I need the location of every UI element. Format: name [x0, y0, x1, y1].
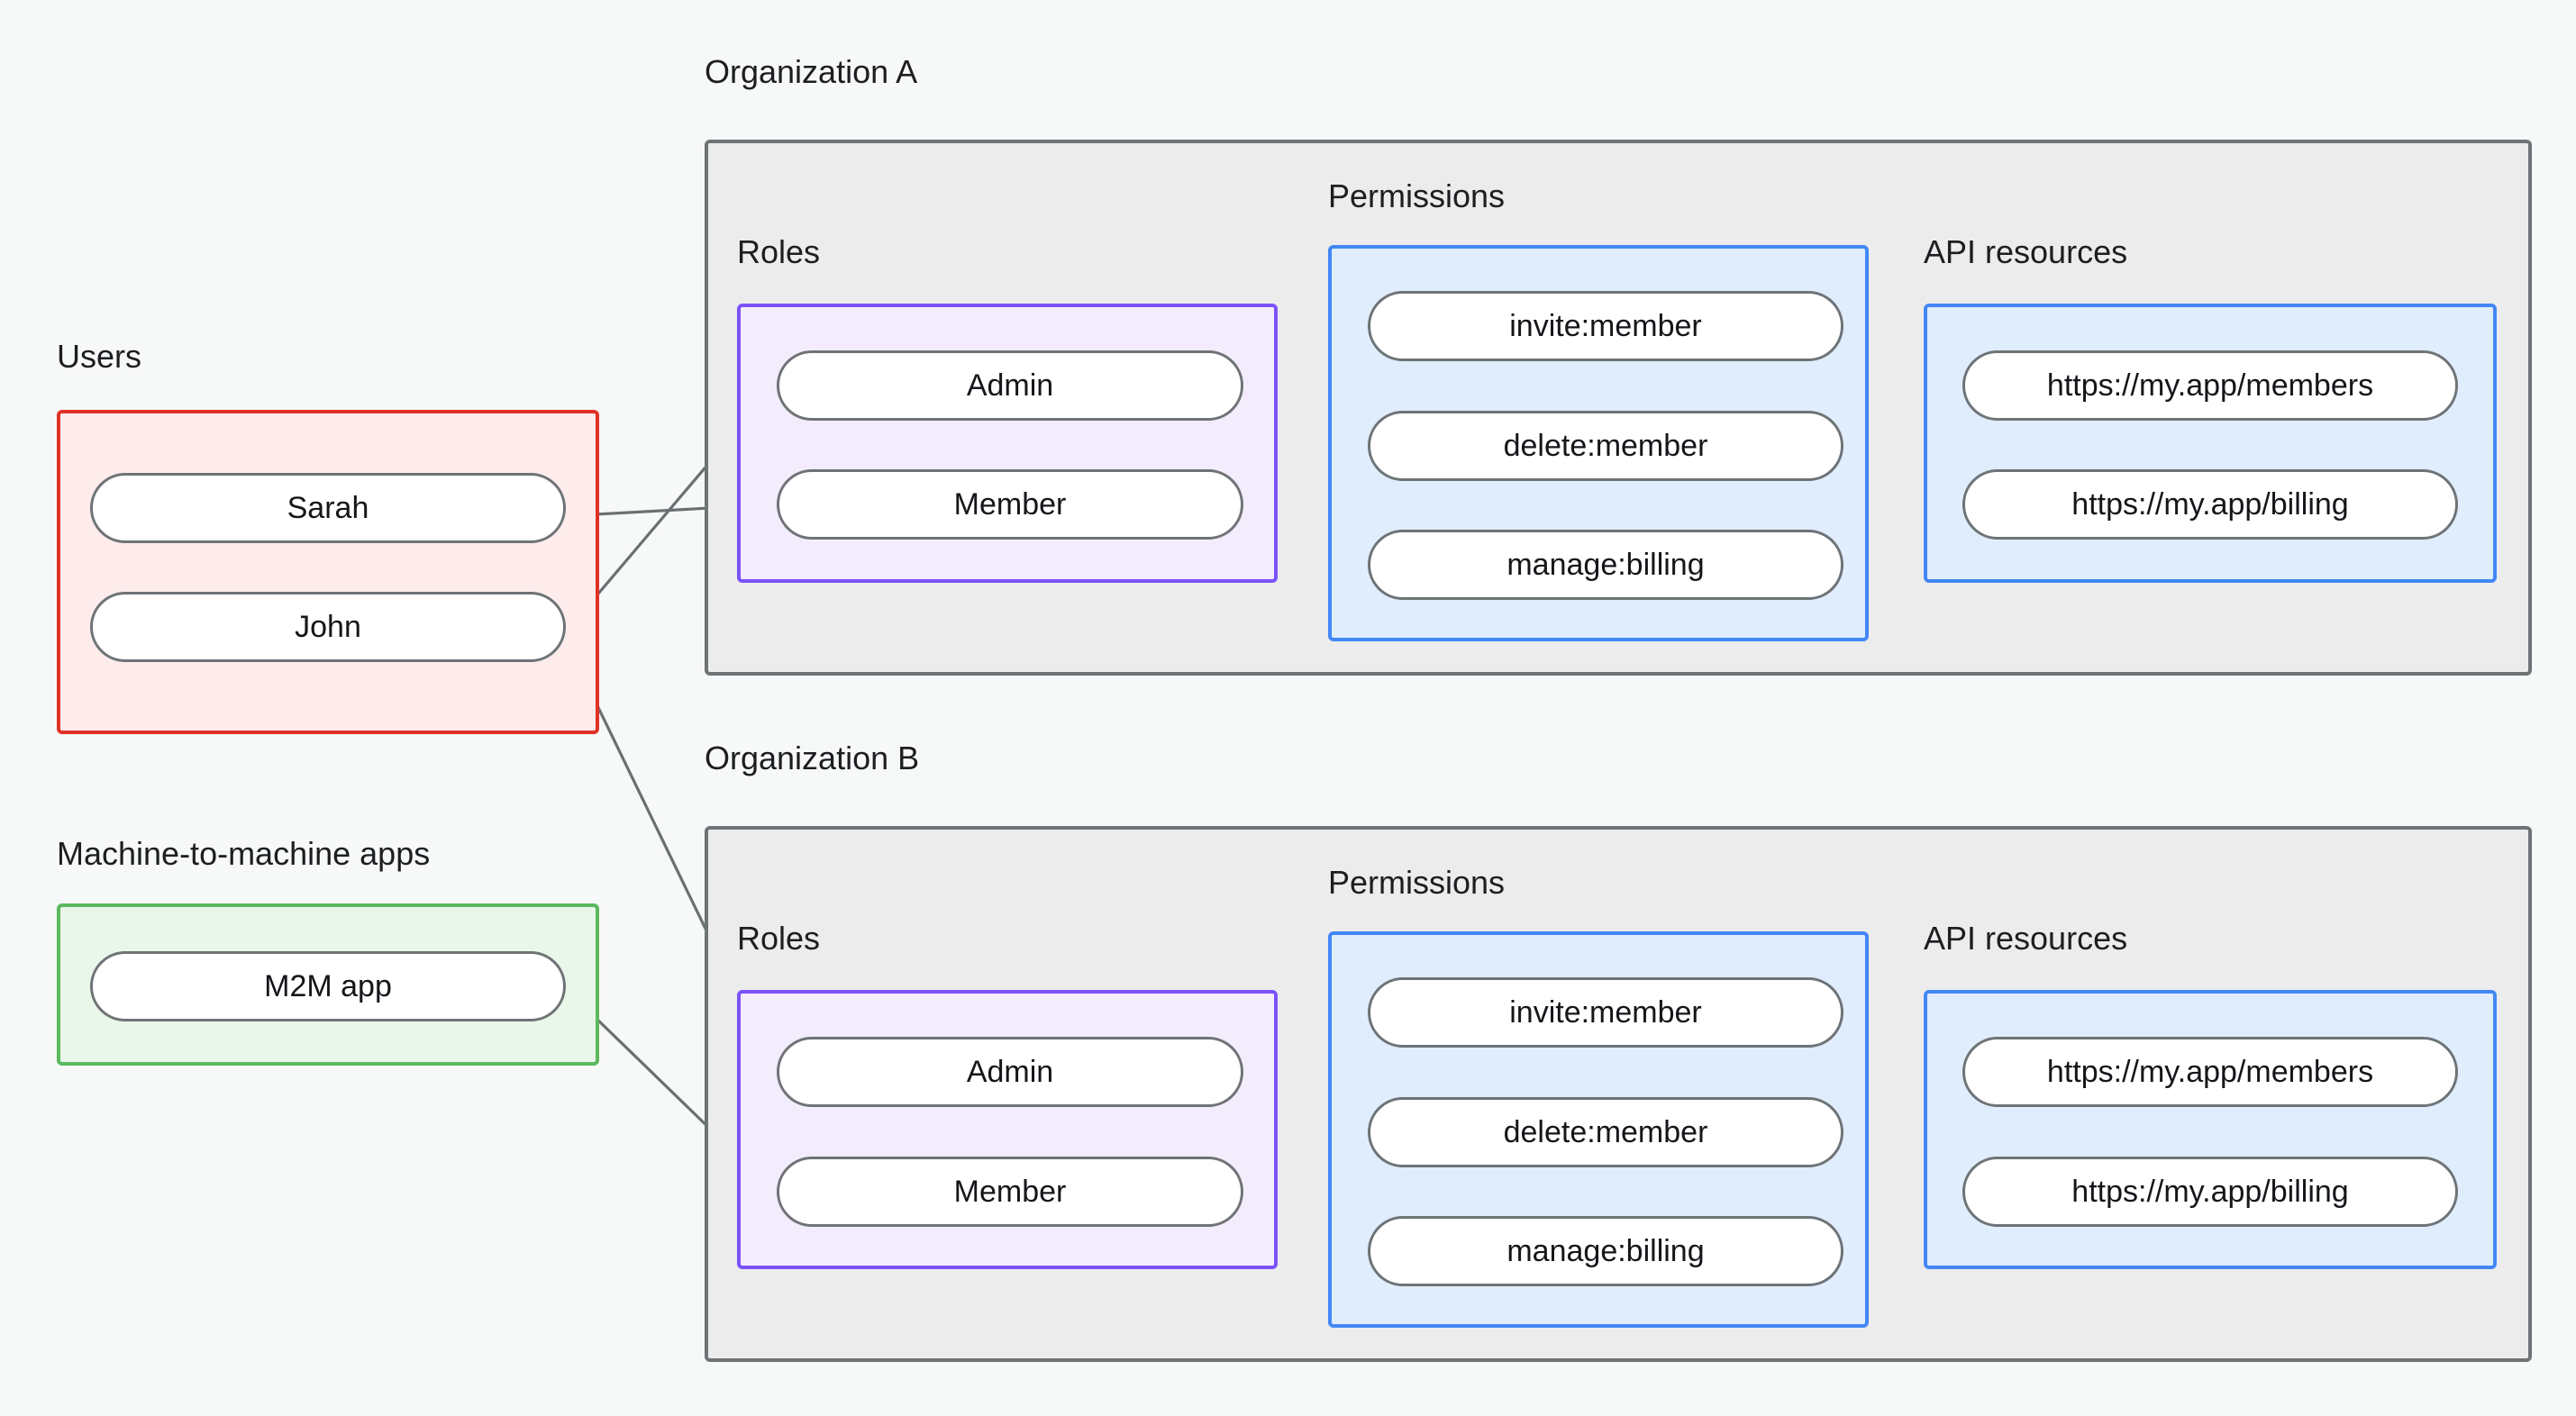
org-b-roles-label: Roles — [737, 920, 821, 957]
org-b-api-pill-members[interactable]: https://my.app/members — [1962, 1037, 2458, 1107]
org-b-permission-pill-manage-billing[interactable]: manage:billing — [1368, 1216, 1843, 1286]
org-b-label: Organization B — [705, 740, 920, 776]
org-a-role-pill-member[interactable]: Member — [777, 469, 1243, 540]
org-a-roles-label: Roles — [737, 233, 821, 270]
users-group-label: Users — [57, 338, 142, 375]
org-b-permission-pill-invite-member[interactable]: invite:member — [1368, 977, 1843, 1048]
org-b-api-label: API resources — [1924, 920, 2128, 957]
org-a-api-label: API resources — [1924, 233, 2128, 270]
org-b-role-pill-member[interactable]: Member — [777, 1157, 1243, 1227]
org-a-role-pill-admin[interactable]: Admin — [777, 350, 1243, 421]
org-a-roles-box — [737, 304, 1278, 583]
org-a-permission-pill-invite-member[interactable]: invite:member — [1368, 291, 1843, 361]
org-a-permission-pill-delete-member[interactable]: delete:member — [1368, 411, 1843, 481]
users-group-box — [57, 410, 599, 734]
org-a-permissions-label: Permissions — [1328, 177, 1506, 214]
org-a-label: Organization A — [705, 53, 918, 90]
org-a-api-pill-billing[interactable]: https://my.app/billing — [1962, 469, 2458, 540]
m2m-pill-app[interactable]: M2M app — [90, 951, 566, 1021]
org-b-api-pill-billing[interactable]: https://my.app/billing — [1962, 1157, 2458, 1227]
org-b-role-pill-admin[interactable]: Admin — [777, 1037, 1243, 1107]
org-a-api-box — [1924, 304, 2497, 583]
org-b-permissions-label: Permissions — [1328, 864, 1506, 901]
user-pill-john[interactable]: John — [90, 592, 566, 662]
user-pill-sarah[interactable]: Sarah — [90, 473, 566, 543]
org-b-permission-pill-delete-member[interactable]: delete:member — [1368, 1097, 1843, 1167]
org-b-roles-box — [737, 990, 1278, 1269]
m2m-group-label: Machine-to-machine apps — [57, 835, 431, 872]
org-b-api-box — [1924, 990, 2497, 1269]
org-a-permission-pill-manage-billing[interactable]: manage:billing — [1368, 530, 1843, 600]
org-a-api-pill-members[interactable]: https://my.app/members — [1962, 350, 2458, 421]
